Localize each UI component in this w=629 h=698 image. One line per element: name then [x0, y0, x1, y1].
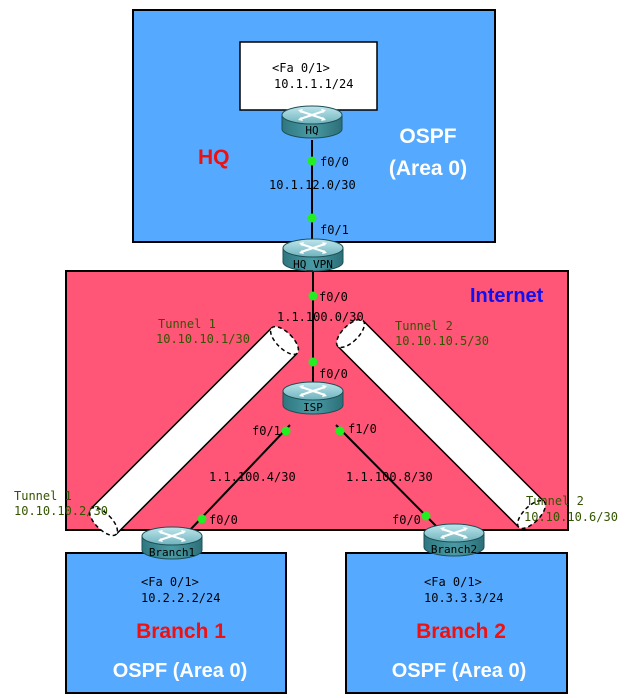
branch1-lan-ip: 10.2.2.2/24: [141, 591, 220, 605]
br2-f00-label: f0/0: [392, 513, 421, 527]
hqvpn-f00-label: f0/0: [319, 290, 348, 304]
link-isp-branch1: [189, 424, 291, 531]
hq-ospf-line2: (Area 0): [389, 157, 467, 180]
tunnel2-bottom-ip: 10.10.10.6/30: [524, 510, 618, 524]
dot-hq-f00: [307, 156, 317, 166]
interface-dots: [197, 156, 431, 524]
tunnel1-top-ip: 10.10.10.1/30: [156, 332, 250, 346]
router-hqvpn-label: HQ_VPN: [293, 258, 333, 271]
br2-net-label: 1.1.100.8/30: [346, 470, 433, 484]
hq-net-label: 10.1.12.0/30: [269, 178, 356, 192]
dot-hqvpn-f00: [308, 291, 318, 301]
isp-f00-label: f0/0: [319, 367, 348, 381]
hq-title: HQ: [198, 146, 230, 169]
tunnel1-top-name: Tunnel 1: [158, 317, 216, 331]
tunnel2-cylinder: [335, 318, 547, 530]
branch1-lan-iface: <Fa 0/1>: [141, 575, 199, 589]
tunnel2-bottom-name: Tunnel 2: [526, 494, 584, 508]
router-isp-label: ISP: [303, 401, 323, 414]
hq-lan-iface: <Fa 0/1>: [272, 61, 330, 75]
branch1-title: Branch 1: [136, 620, 226, 643]
dot-isp-f01: [281, 426, 291, 436]
router-hq-label: HQ: [305, 124, 318, 137]
dot-hqvpn-f01: [307, 213, 317, 223]
dot-isp-f00: [308, 357, 318, 367]
isp-f01-label: f0/1: [252, 424, 281, 438]
branch2-lan-ip: 10.3.3.3/24: [424, 591, 503, 605]
isp-f10-label: f1/0: [348, 422, 377, 436]
link-isp-branch2: [335, 424, 441, 531]
br1-f00-label: f0/0: [209, 513, 238, 527]
branch1-ospf: OSPF (Area 0): [113, 660, 247, 682]
branch2-lan-iface: <Fa 0/1>: [424, 575, 482, 589]
dot-br1-f00: [197, 514, 207, 524]
internet-title: Internet: [470, 285, 544, 307]
tunnel2-top-name: Tunnel 2: [395, 319, 453, 333]
hqvpn-f01-label: f0/1: [320, 223, 349, 237]
hq-lan-box: [239, 41, 378, 111]
hq-ospf-line1: OSPF: [399, 125, 456, 148]
router-branch2-label: Branch2: [431, 543, 477, 556]
router-branch1-label: Branch1: [149, 546, 195, 559]
dot-isp-f10: [335, 426, 345, 436]
branch2-ospf: OSPF (Area 0): [392, 660, 526, 682]
dot-br2-f00: [421, 511, 431, 521]
hq-f00-label: f0/0: [320, 155, 349, 169]
branch2-area: [345, 552, 568, 694]
tunnel1-bottom-ip: 10.10.10.2/30: [14, 504, 108, 518]
tunnel1-cylinder: [88, 325, 300, 537]
hq-lan-ip: 10.1.1.1/24: [274, 77, 353, 91]
branch2-title: Branch 2: [416, 620, 506, 643]
tunnel1-bottom-name: Tunnel 1: [14, 489, 72, 503]
isp-net-label: 1.1.100.0/30: [277, 310, 364, 324]
br1-net-label: 1.1.100.4/30: [209, 470, 296, 484]
tunnel2-top-ip: 10.10.10.5/30: [395, 334, 489, 348]
